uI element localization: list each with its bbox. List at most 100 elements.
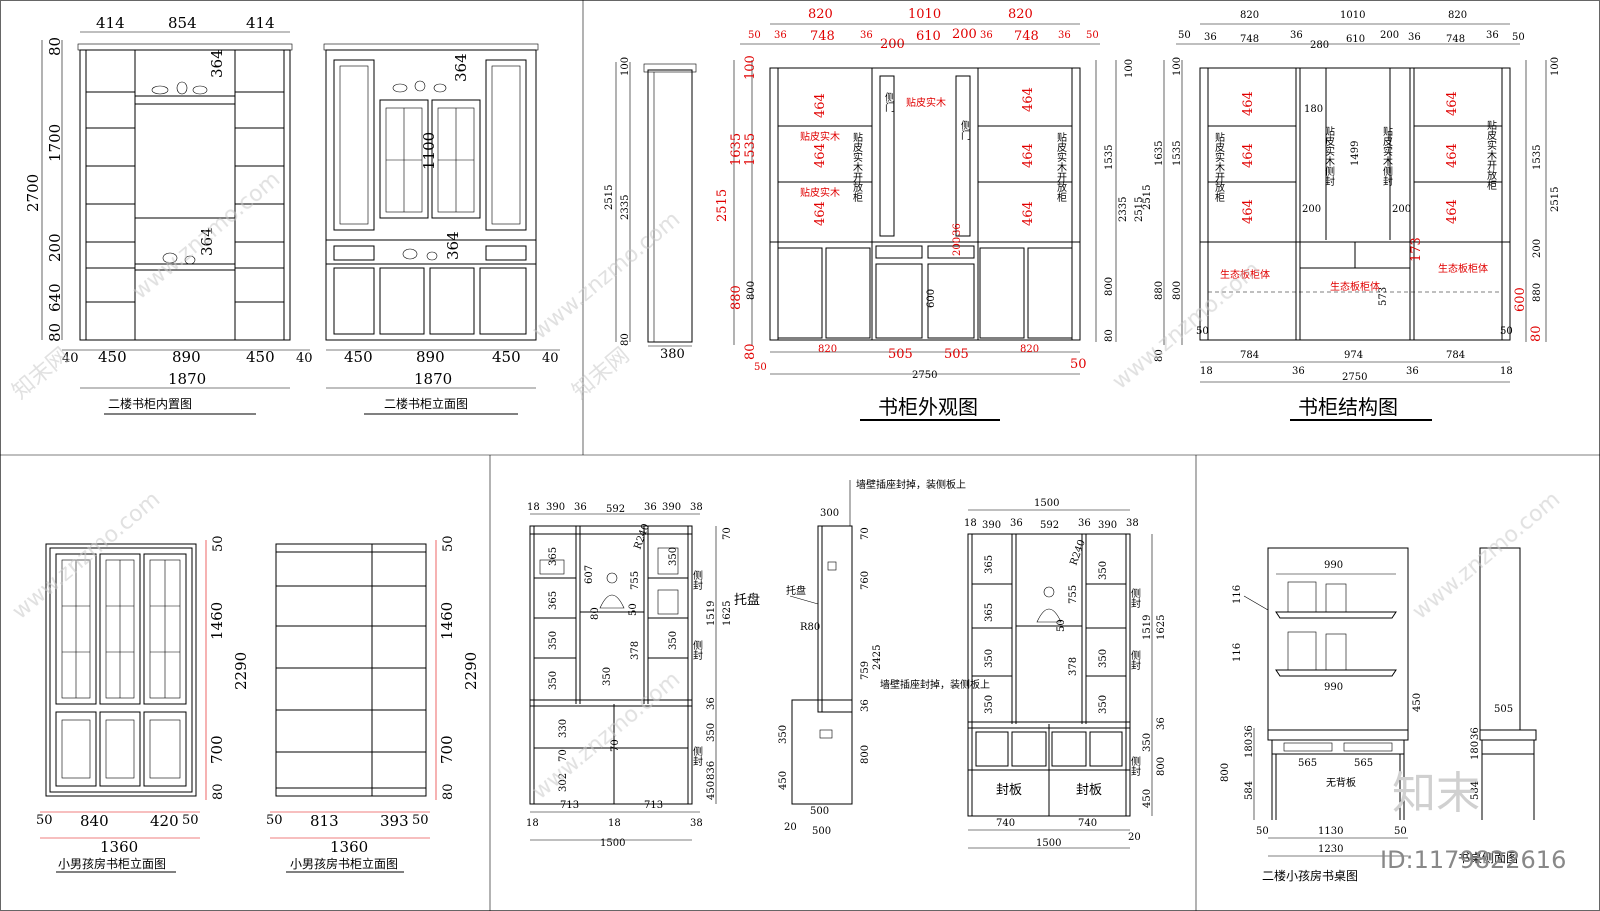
watermark-url-4: www.znzmo.com xyxy=(1108,257,1265,395)
right-dim-5: 80 xyxy=(441,783,456,800)
right-dim-6: 600 xyxy=(1513,287,1528,312)
desk-dim-2: 565 xyxy=(1354,758,1373,769)
svg-text:50: 50 xyxy=(1056,619,1067,632)
top-dim2-5: 200 xyxy=(880,37,905,52)
top-dim-2: 390 xyxy=(982,520,1001,531)
right-dim-3: 1625 xyxy=(722,601,733,626)
svg-text:R240: R240 xyxy=(1068,538,1087,567)
right-dim-4: 700 xyxy=(208,735,226,764)
dim-2: 70 xyxy=(860,527,871,540)
left-dim-7: 50 xyxy=(1256,826,1269,837)
shelf-height: 450 xyxy=(1412,693,1423,712)
watermark-url-1: www.znzmo.com xyxy=(128,167,285,305)
inner-dim-6: 573 xyxy=(1378,287,1389,306)
svg-text:464: 464 xyxy=(813,93,828,118)
label-side-door-2: 侧门 xyxy=(959,119,971,141)
label-side-door-1: 侧门 xyxy=(883,91,895,113)
bottom-dim-1: 50 xyxy=(266,813,283,828)
overall-width: 2750 xyxy=(1342,372,1367,383)
bottom-dim-1: 740 xyxy=(996,818,1015,829)
bottom-dim-1: 50 xyxy=(36,813,53,828)
panel-bookcase-1500-b: 1500 18 390 36 592 36 390 38 365 365 350… xyxy=(964,498,1167,849)
dim-left-1: 80 xyxy=(46,37,64,56)
side-label-1: 侧封 xyxy=(1129,587,1141,608)
overall-top: 1500 xyxy=(1034,498,1059,509)
shelf-dims: 464 464 464 464 464 464 xyxy=(1241,91,1460,224)
dim-5: 2425 xyxy=(872,645,883,670)
dim-inner-2: 1100 xyxy=(420,132,438,170)
svg-text:464: 464 xyxy=(1241,143,1256,168)
dim-bottom-3: 890 xyxy=(172,348,201,366)
left-dim-4: 180 xyxy=(1244,739,1255,758)
svg-text:464: 464 xyxy=(1445,143,1460,168)
top-dim-2: 1010 xyxy=(908,7,941,22)
inner-dim-1: 180 xyxy=(1304,104,1323,115)
panel-caption: 小男孩房书柜立面图 xyxy=(290,856,398,871)
side-dim-3: 2335 xyxy=(620,195,631,220)
svg-text:607: 607 xyxy=(584,565,595,584)
dim-bottom-5: 40 xyxy=(296,351,313,366)
left-dim-1: 100 xyxy=(1172,57,1183,76)
label-veneer-3: 贴皮实木 xyxy=(906,96,946,109)
svg-text:350: 350 xyxy=(984,695,995,714)
side-width: 505 xyxy=(1494,704,1513,715)
svg-text:350: 350 xyxy=(602,667,613,686)
left-dim-5: 880 xyxy=(1154,281,1165,300)
watermark-url-6: www.znzmo.com xyxy=(1408,487,1565,625)
dim-inner-1: 364 xyxy=(452,53,470,82)
top-dim-4: 592 xyxy=(1040,520,1059,531)
svg-text:302: 302 xyxy=(558,773,569,792)
top-dim2-2: 36 xyxy=(774,30,787,41)
svg-text:350: 350 xyxy=(668,631,679,650)
inner-dim-2: 1499 xyxy=(1350,141,1361,166)
right-dim-5: 350 xyxy=(706,723,717,742)
svg-text:464: 464 xyxy=(1445,199,1460,224)
right-dim-5: 880 xyxy=(1532,283,1543,302)
left-dim-6: 584 xyxy=(1244,781,1255,800)
svg-text:464: 464 xyxy=(1241,199,1256,224)
left-dim-2: 1635 xyxy=(1154,141,1165,166)
note-mid: 墙壁插座封掉，装侧板上 xyxy=(880,678,990,691)
dim-left-2: 1700 xyxy=(46,124,64,162)
decor-vases-icon xyxy=(151,81,208,265)
shelf-dims: 464 464 464 464 464 464 xyxy=(813,87,1036,226)
dim-inner-2: 364 xyxy=(198,227,216,256)
svg-text:755: 755 xyxy=(630,571,641,590)
left-dim-red-3: 1535 xyxy=(743,133,758,166)
svg-text:350: 350 xyxy=(548,671,559,690)
label-open-cabinet-2: 贴皮实木开放柜 xyxy=(1485,119,1497,191)
bottom-dim-2: 505 xyxy=(888,347,913,362)
dim-bottom-4: 450 xyxy=(246,348,275,366)
top-dim-4: 592 xyxy=(606,504,625,515)
left-dim-2: 116 xyxy=(1232,643,1243,662)
panel-caption: 二楼小孩房书桌图 xyxy=(1262,868,1358,883)
left-dim-5: 800 xyxy=(1220,763,1231,782)
svg-text:464: 464 xyxy=(1445,91,1460,116)
dim-bottom-3: 450 xyxy=(492,348,521,366)
left-dim-red-2: 1635 xyxy=(729,133,744,166)
watermark-layer: www.znzmo.com www.znzmo.com www.znzmo.co… xyxy=(8,167,1565,805)
right-dim-1: 50 xyxy=(441,535,456,552)
top-dim2-4: 36 xyxy=(860,30,873,41)
overall-width: 1500 xyxy=(600,838,625,849)
top-dim-1: 820 xyxy=(1240,10,1259,21)
panel-bookcase-exterior: 100 2515 2335 80 380 820 1010 820 50 36 … xyxy=(604,7,1145,421)
bottom-dim-2: 740 xyxy=(1078,818,1097,829)
svg-text:378: 378 xyxy=(630,641,641,660)
side-dim-4: 80 xyxy=(620,333,631,346)
top-dim-2: 1010 xyxy=(1340,10,1365,21)
label-veneer-2: 贴皮实木 xyxy=(800,186,840,199)
watermark-url-5: www.znzmo.com xyxy=(8,487,165,625)
right-dim-2: 1535 xyxy=(1532,145,1543,170)
top-dim2-3: 748 xyxy=(1240,34,1259,45)
bottom-dim-3: 393 xyxy=(380,812,409,830)
drawer-dim-2: 200 xyxy=(952,237,963,256)
buddha-statue-icon xyxy=(1036,586,1062,623)
left-dim-4: 2515 xyxy=(1142,185,1153,210)
svg-text:330: 330 xyxy=(558,719,569,738)
top-dim2-11: 50 xyxy=(1086,30,1099,41)
left-dim-red-7: 50 xyxy=(754,362,767,373)
panel-label-2: 封板 xyxy=(1076,783,1102,798)
left-dim-red-4: 2515 xyxy=(715,189,730,222)
